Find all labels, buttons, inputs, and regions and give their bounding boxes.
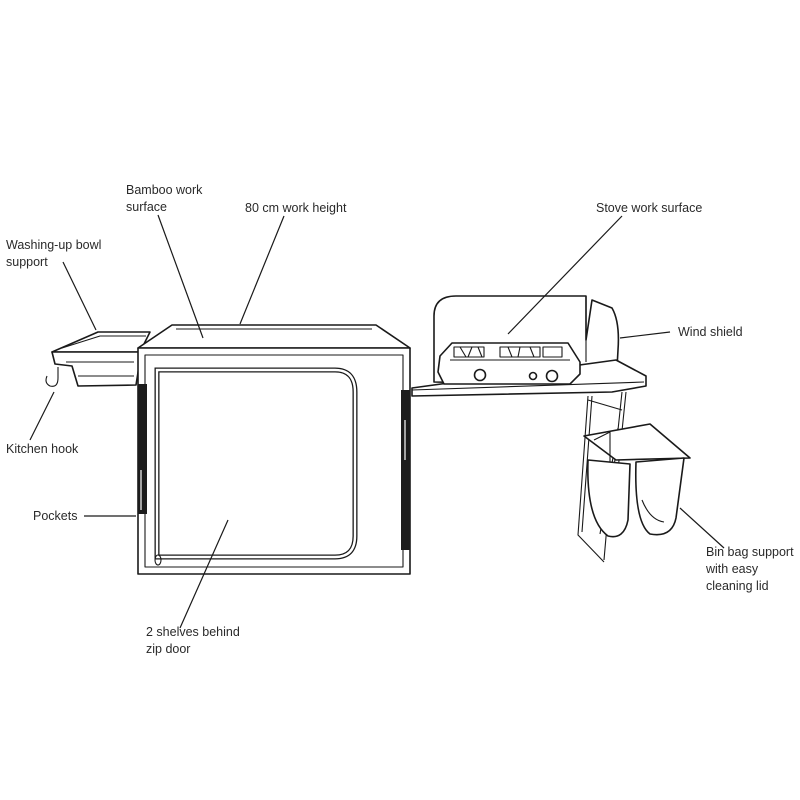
label-stove-work-surface: Stove work surface — [596, 201, 703, 215]
label-kitchen-hook: Kitchen hook — [6, 442, 79, 456]
stove-table — [411, 295, 691, 563]
leader-height — [239, 215, 285, 325]
label-work-height: 80 cm work height — [245, 201, 347, 215]
kitchen-hook — [45, 367, 59, 387]
washing-up-bowl — [51, 331, 151, 387]
label-bamboo-work-surface: Bamboo work surface — [126, 183, 203, 214]
label-shelves-behind-zip-door: 2 shelves behind zip door — [146, 625, 240, 656]
leader-wind — [619, 331, 671, 339]
central-cabinet — [137, 324, 411, 575]
leader-bin — [679, 507, 725, 549]
label-washing-up-bowl-support: Washing-up bowl support — [6, 238, 102, 269]
leader-shelves — [179, 519, 229, 629]
label-pockets: Pockets — [33, 509, 78, 523]
label-wind-shield: Wind shield — [678, 325, 743, 339]
leader-hook — [29, 391, 55, 441]
label-bin-bag-support: Bin bag support with easy cleaning lid — [706, 545, 794, 593]
leader-lines — [29, 214, 725, 629]
leader-washing — [62, 261, 97, 331]
leader-bamboo — [157, 214, 204, 339]
leader-stove — [507, 215, 623, 335]
